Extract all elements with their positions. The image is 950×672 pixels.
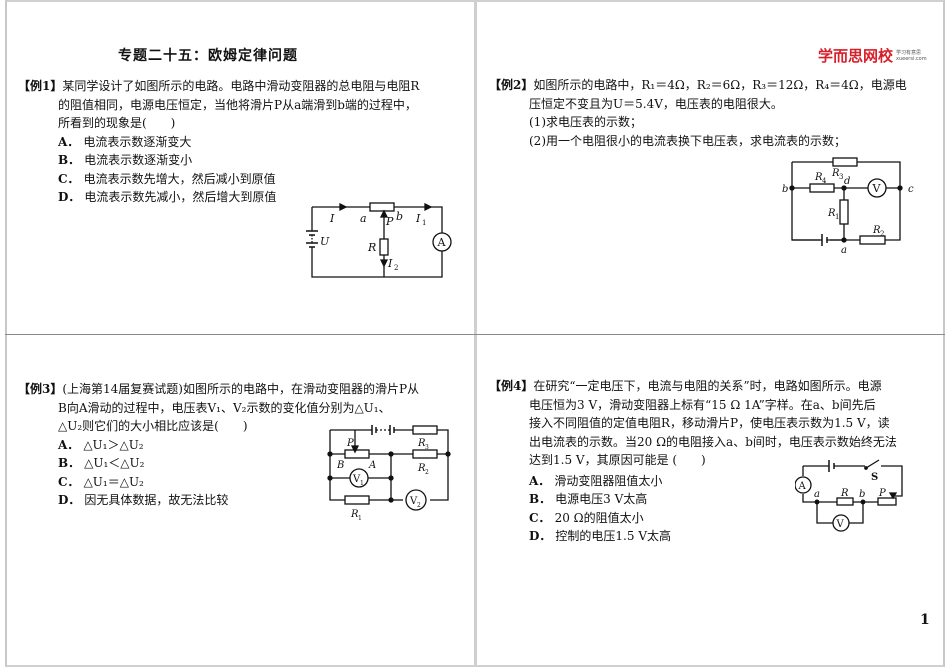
option-d: D．因无具体数据，故无法比较 [58, 493, 229, 507]
question-tag: 【例3】 [18, 382, 63, 396]
svg-text:P: P [878, 488, 886, 499]
ammeter-icon: A [437, 236, 447, 249]
svg-text:P: P [385, 215, 394, 228]
option-a: A．滑动变阻器阻值太小 [529, 473, 663, 488]
question-text: B向A滑动的过程中，电压表V₁、V₂示数的变化值分别为△U₁、 [58, 400, 391, 415]
question-1: 【例1】某同学设计了如图所示的电路。电路中滑动变阻器的总电阻与电阻R 的阻值相同… [18, 77, 419, 207]
svg-text:a: a [814, 489, 820, 500]
svg-text:R: R [872, 225, 881, 236]
svg-text:R: R [350, 509, 359, 520]
question-text: 出电流表的示数。当20 Ω的电阻接入a、b间时，电压表示数始终无法 [529, 434, 897, 449]
svg-text:R: R [840, 488, 849, 499]
svg-text:P: P [346, 438, 354, 449]
svg-text:R: R [417, 438, 426, 449]
question-text: 在研究“一定电压下，电流与电阻的关系”时，电路如图所示。电源 [533, 379, 882, 393]
svg-text:1: 1 [422, 219, 426, 227]
question-text: 电压恒为3 V，滑动变阻器上标有“15 Ω 1A”字样。在a、b间先后 [529, 397, 876, 412]
svg-text:a: a [360, 212, 367, 225]
question-text: 某同学设计了如图所示的电路。电路中滑动变阻器的总电阻与电阻R [62, 79, 420, 93]
voltmeter-v1-icon: V [352, 474, 361, 485]
option-d: D．电流表示数先减小，然后增大到原值 [58, 190, 277, 204]
svg-text:2: 2 [394, 264, 398, 272]
question-tag: 【例1】 [18, 79, 63, 93]
option-a: A．电流表示数逐渐变大 [58, 134, 192, 149]
question-text: 达到1.5 V，其原因可能是 ( ) [529, 453, 706, 467]
svg-text:a: a [841, 245, 847, 256]
option-b: B．△U₁＜△U₂ [58, 456, 145, 470]
svg-text:3: 3 [425, 444, 429, 451]
question-tag: 【例2】 [489, 78, 534, 92]
voltmeter-v2-icon: V [409, 496, 418, 507]
option-c: C．△U₁＝△U₂ [58, 474, 144, 489]
logo-tagline: 学习有意思 [896, 49, 922, 56]
horizontal-slide-divider [5, 334, 945, 335]
voltmeter-icon: V [836, 519, 845, 530]
option-b: B．电源电压3 V太高 [529, 492, 648, 506]
question-2: 【例2】如图所示的电路中，R₁＝4Ω，R₂＝6Ω，R₃＝12Ω，R₄＝4Ω，电源… [489, 76, 907, 150]
option-c: C．电流表示数先增大，然后减小到原值 [58, 171, 276, 186]
option-c: C．20 Ω的阻值太小 [529, 510, 644, 525]
svg-text:R: R [417, 463, 426, 474]
svg-text:R: R [814, 172, 823, 183]
option-b: B．电流表示数逐渐变小 [58, 153, 193, 167]
question-text: (上海第14届复赛试题)如图所示的电路中，在滑动变阻器的滑片P从 [62, 382, 420, 396]
ammeter-icon: A [798, 481, 807, 492]
svg-text:3: 3 [839, 173, 843, 181]
svg-text:R: R [831, 168, 840, 179]
svg-text:c: c [908, 184, 914, 195]
question-text: (2)用一个电阻很小的电流表换下电压表，求电流表的示数； [529, 133, 847, 148]
question-4: 【例4】在研究“一定电压下，电流与电阻的关系”时，电路如图所示。电源 电压恒为3… [489, 377, 897, 546]
svg-text:I: I [329, 212, 335, 225]
svg-text:I: I [415, 212, 421, 225]
svg-text:b: b [782, 184, 788, 195]
svg-text:B: B [336, 460, 344, 471]
svg-text:2: 2 [425, 469, 429, 476]
voltmeter-icon: V [872, 182, 882, 195]
svg-text:I: I [387, 257, 393, 270]
question-3: 【例3】(上海第14届复赛试题)如图所示的电路中，在滑动变阻器的滑片P从 B向A… [18, 380, 419, 510]
question-text: 所看到的现象是( ) [58, 116, 176, 130]
svg-text:1: 1 [360, 480, 364, 487]
logo-name: 学而思网校 [818, 47, 894, 65]
svg-text:A: A [368, 460, 376, 471]
vertical-slide-divider [474, 0, 477, 667]
svg-text:b: b [396, 210, 403, 223]
logo-domain: xueersi.com [896, 55, 927, 62]
brand-logo: 学而思网校 学习有意思 xueersi.com [818, 45, 927, 66]
svg-text:2: 2 [417, 502, 421, 509]
question-text: (1)求电压表的示数； [529, 115, 642, 129]
option-a: A．△U₁＞△U₂ [58, 437, 144, 452]
page-number: 1 [920, 612, 930, 628]
question-text: 接入不同阻值的定值电阻R，移动滑片P，使电压表示数为1.5 V，读 [529, 416, 890, 430]
svg-text:b: b [859, 489, 865, 500]
svg-text:1: 1 [835, 213, 839, 221]
page-title: 专题二十五：欧姆定律问题 [118, 48, 298, 64]
svg-text:R: R [827, 208, 836, 219]
svg-text:S: S [871, 472, 878, 483]
svg-text:d: d [844, 176, 850, 187]
question-text: △U₂则它们的大小相比应该是( ) [58, 419, 248, 433]
svg-text:4: 4 [822, 177, 827, 185]
svg-text:U: U [320, 235, 330, 248]
circuit-diagram-1: A I a P b I 1 U R I 2 [306, 202, 452, 278]
svg-text:1: 1 [358, 515, 362, 522]
svg-text:2: 2 [880, 230, 884, 238]
option-d: D．控制的电压1.5 V太高 [529, 529, 671, 543]
question-text: 压恒定不变且为U＝5.4V，电压表的电阻很大。 [529, 96, 783, 111]
question-text: 如图所示的电路中，R₁＝4Ω，R₂＝6Ω，R₃＝12Ω，R₄＝4Ω，电源电 [533, 78, 907, 92]
circuit-diagram-2: V R 3 R 4 d b c R 1 R 2 a [782, 157, 914, 256]
svg-text:R: R [367, 241, 376, 254]
question-tag: 【例4】 [489, 379, 534, 393]
circuit-diagram-4: A V S a R b P [795, 459, 903, 532]
circuit-diagram-3: V 1 V 2 P B A R 3 R 2 R 1 [327, 425, 451, 522]
question-text: 的阻值相同，电源电压恒定，当他将滑片P从a端滑到b端的过程中， [58, 97, 417, 112]
